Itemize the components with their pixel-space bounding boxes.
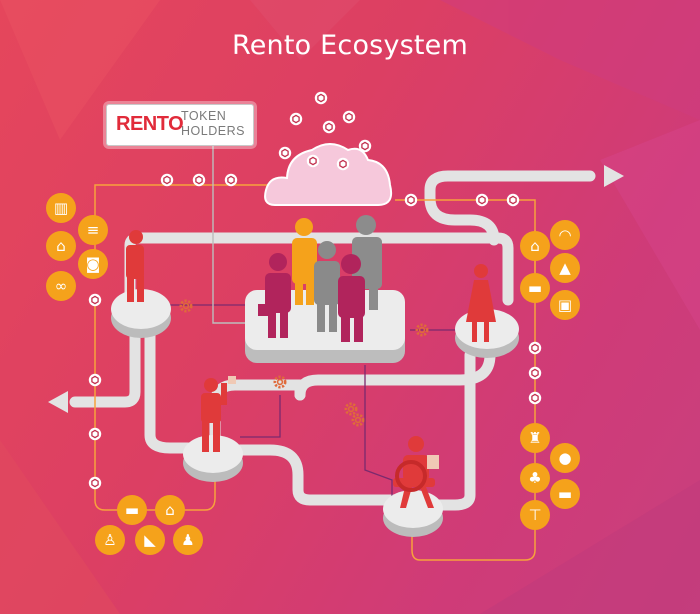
- plumber-icon: ♟: [173, 525, 203, 555]
- sports-car-icon: ▬: [550, 479, 580, 509]
- car-icon: ▬: [520, 273, 550, 303]
- building-icon: ▥: [46, 193, 76, 223]
- rento-token-holders-badge: RENTO TOKEN HOLDERS: [106, 104, 254, 146]
- arrow-right-head: [604, 165, 624, 187]
- diagram-title: Rento Ecosystem: [232, 30, 468, 61]
- platform-bottom-right: [383, 490, 443, 537]
- badge-connector: [212, 144, 245, 324]
- vegetables-icon: ♣: [520, 463, 550, 493]
- platform-left: [111, 289, 171, 338]
- dress-icon: ▲: [550, 253, 580, 283]
- bicycle-icon: ∞: [46, 271, 76, 301]
- rento-logo: RENTO: [116, 113, 184, 135]
- house-car-icon: ⌂: [155, 495, 185, 525]
- camera-icon: ◙: [78, 249, 108, 279]
- platform-bottom-left: [183, 435, 243, 482]
- figure-bottom-left: [201, 376, 236, 452]
- badge-label-line1: TOKEN: [181, 109, 227, 123]
- badge-label-line2: HOLDERS: [181, 124, 245, 138]
- figure-left: [126, 230, 144, 302]
- painting-icon: ▣: [550, 290, 580, 320]
- figure-right: [466, 264, 496, 342]
- arrow-left-head: [48, 391, 68, 413]
- token-holder-figures: [258, 215, 382, 342]
- hat-icon: ◠: [550, 220, 580, 250]
- excavator-icon: ◣: [135, 525, 165, 555]
- token-cloud: [264, 143, 393, 206]
- house-icon: ⌂: [520, 231, 550, 261]
- chair-icon: ⌂: [46, 231, 76, 261]
- van-icon: ▬: [117, 495, 147, 525]
- mixer-icon: ♜: [520, 423, 550, 453]
- figure-bottom-right: [393, 436, 439, 508]
- ladder-icon: ≡: [78, 215, 108, 245]
- balloon-icon: ●: [550, 443, 580, 473]
- worker-icon: ♙: [95, 525, 125, 555]
- drill-icon: ⊤: [520, 500, 550, 530]
